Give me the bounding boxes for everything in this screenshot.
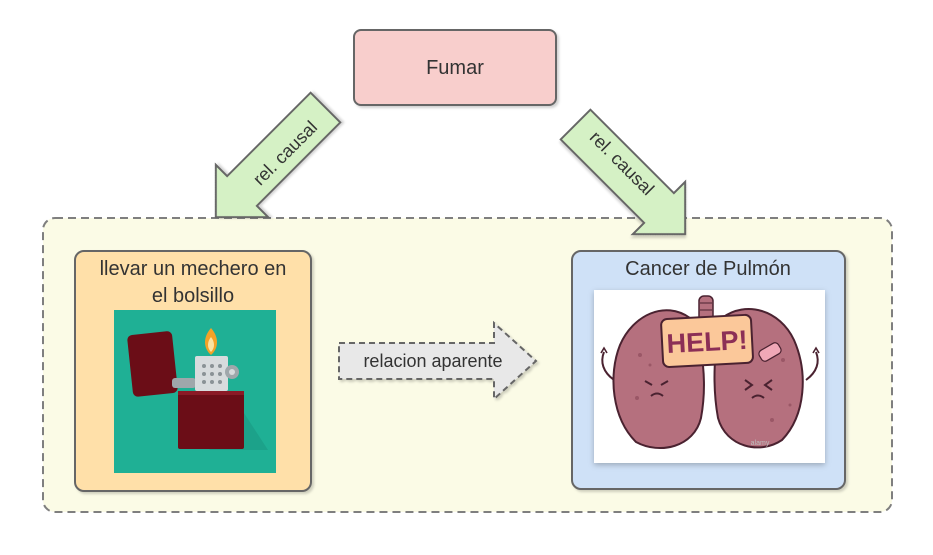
node-mechero-label-line1: llevar un mechero en bbox=[100, 258, 287, 280]
help-sign-text: HELP! bbox=[666, 325, 748, 359]
help-sign: HELP! bbox=[660, 313, 754, 368]
node-cancer-pulmon-label: Cancer de Pulmón bbox=[625, 258, 791, 280]
lighter-image bbox=[114, 310, 276, 473]
lungs-watermark: alamy bbox=[751, 440, 770, 447]
apparent-relation-arrow[interactable] bbox=[338, 320, 538, 402]
apparent-relation-label: relacion aparente bbox=[363, 351, 502, 371]
node-fumar-label: Fumar bbox=[426, 57, 484, 79]
node-fumar[interactable] bbox=[353, 29, 557, 106]
node-mechero-label-line2: el bolsillo bbox=[152, 285, 234, 307]
causal-arrow-left[interactable] bbox=[190, 81, 352, 243]
lungs-image: HELP! alamy bbox=[594, 290, 825, 463]
lighter-lid bbox=[127, 331, 178, 397]
causal-arrow-right[interactable] bbox=[549, 98, 711, 260]
lighter-body bbox=[178, 391, 244, 449]
